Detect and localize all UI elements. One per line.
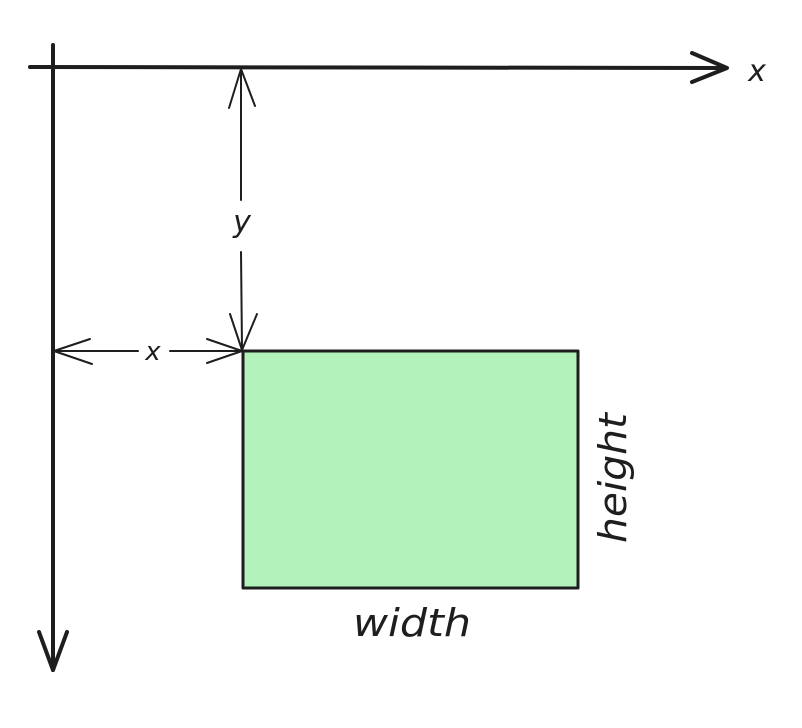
y-offset-arrow xyxy=(228,68,258,351)
x-offset-label: x xyxy=(144,337,161,367)
x-axis xyxy=(28,51,729,84)
width-label: width xyxy=(353,601,471,645)
height-label: height xyxy=(591,411,635,543)
x-offset-arrow xyxy=(53,338,243,365)
y-offset-label: y xyxy=(232,205,252,240)
y-axis xyxy=(37,43,69,672)
x-axis-label: x xyxy=(747,54,766,89)
rectangle-shape xyxy=(241,349,580,590)
